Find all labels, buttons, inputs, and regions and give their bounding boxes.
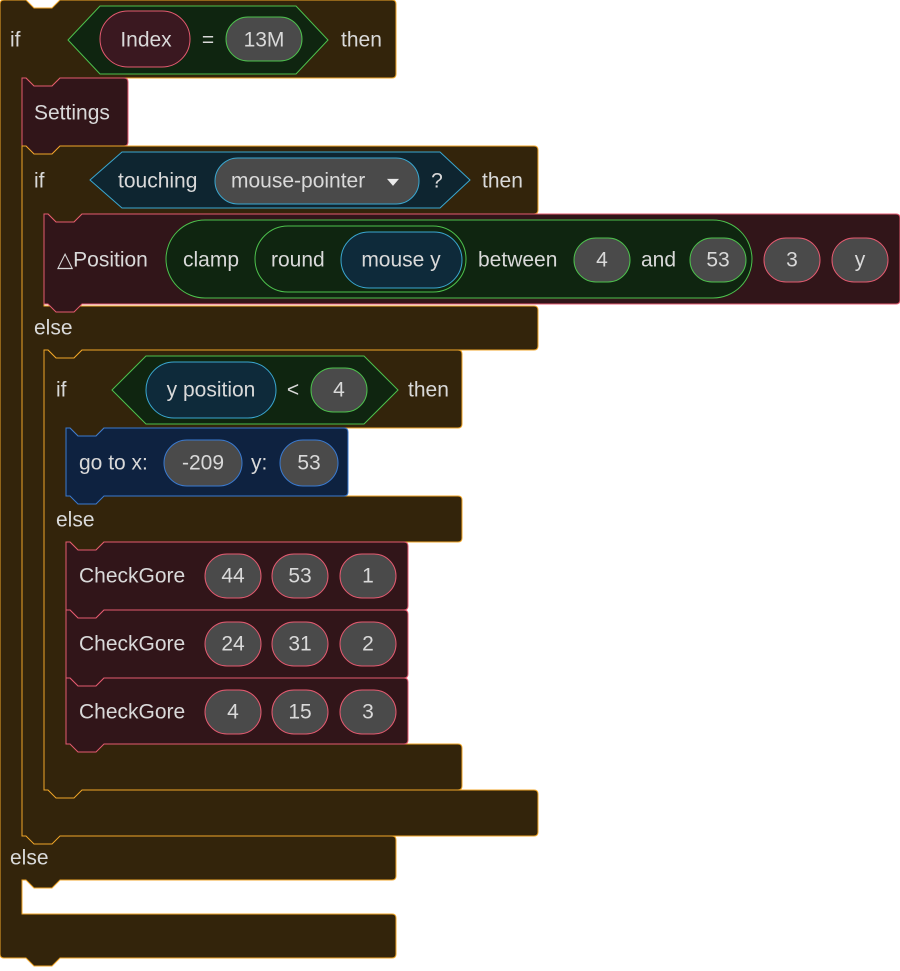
- nested-else-label: else: [56, 508, 95, 532]
- checkgore-1-label: CheckGore: [79, 564, 186, 588]
- checkgore-1-arg3-value: 1: [362, 564, 374, 588]
- goto-x-value: -209: [181, 451, 225, 475]
- index-variable-label: Index: [120, 28, 172, 52]
- inner-if-else-block[interactable]: [21, 145, 539, 845]
- position-arg2-value: 3: [786, 248, 798, 272]
- round-label: round: [271, 248, 325, 272]
- y-position-label: y position: [166, 378, 256, 402]
- inner-then-label: then: [482, 169, 523, 193]
- nested-if-else-block[interactable]: [43, 349, 463, 799]
- touching-question-mark: ?: [431, 169, 443, 193]
- index-variable-pill[interactable]: [99, 10, 191, 68]
- touching-label: touching: [118, 169, 198, 193]
- checkgore-2-arg2[interactable]: [271, 621, 329, 667]
- clamp-min-value: 4: [596, 248, 608, 272]
- checkgore-3-arg3-value: 3: [362, 700, 374, 724]
- outer-else-label: else: [10, 846, 49, 870]
- goto-y-value: 53: [297, 451, 321, 475]
- equals-right-value: 13M: [243, 28, 285, 52]
- equals-right-input[interactable]: [225, 16, 303, 62]
- less-than-operator: <: [286, 378, 300, 402]
- outer-if-else-block[interactable]: [0, 0, 397, 967]
- checkgore-3-arg3[interactable]: [339, 689, 397, 735]
- goto-x-input[interactable]: [163, 439, 243, 487]
- checkgore-3-label: CheckGore: [79, 700, 186, 724]
- goto-x-label: go to x:: [79, 451, 148, 475]
- clamp-min-input[interactable]: [573, 237, 631, 283]
- checkgore-1-arg1[interactable]: [204, 553, 262, 599]
- outer-then-label: then: [341, 28, 382, 52]
- checkgore-1-arg1-value: 44: [221, 564, 245, 588]
- between-label: between: [478, 248, 558, 272]
- and-label: and: [641, 248, 677, 272]
- clamp-max-input[interactable]: [689, 237, 747, 283]
- mouse-y-reporter[interactable]: [340, 231, 463, 289]
- inner-else-label: else: [34, 316, 73, 340]
- checkgore-2-label: CheckGore: [79, 632, 186, 656]
- checkgore-1-arg2[interactable]: [271, 553, 329, 599]
- inner-if-label: if: [34, 169, 45, 193]
- touching-target-label: mouse-pointer: [231, 169, 366, 193]
- checkgore-1-arg2-value: 53: [288, 564, 312, 588]
- settings-label: Settings: [34, 101, 110, 125]
- chevron-down-icon: [387, 178, 399, 186]
- checkgore-1-arg3[interactable]: [339, 553, 397, 599]
- checkgore-3-arg1-value: 4: [227, 700, 239, 724]
- clamp-max-value: 53: [706, 248, 730, 272]
- position-arg3-value: y: [854, 248, 866, 272]
- equals-operator: =: [201, 28, 215, 52]
- position-arg3-input[interactable]: [831, 237, 889, 283]
- nested-if-label: if: [56, 378, 67, 402]
- clamp-label: clamp: [183, 248, 240, 272]
- checkgore-2-arg1-value: 24: [221, 632, 245, 656]
- goto-y-input[interactable]: [279, 439, 339, 487]
- checkgore-2-arg1[interactable]: [204, 621, 262, 667]
- checkgore-2-arg2-value: 31: [288, 632, 312, 656]
- mouse-y-label: mouse y: [361, 248, 441, 272]
- outer-if-label: if: [10, 28, 21, 52]
- goto-y-label: y:: [251, 451, 268, 475]
- checkgore-2-arg3-value: 2: [362, 632, 374, 656]
- checkgore-3-arg2[interactable]: [271, 689, 329, 735]
- position-label: △Position: [57, 248, 148, 272]
- touching-target-dropdown[interactable]: [214, 157, 420, 205]
- checkgore-3-arg1[interactable]: [204, 689, 262, 735]
- compare-right-value: 4: [333, 378, 345, 402]
- y-position-reporter[interactable]: [145, 361, 277, 419]
- checkgore-2-arg3[interactable]: [339, 621, 397, 667]
- checkgore-3-arg2-value: 15: [288, 700, 312, 724]
- position-arg2-input[interactable]: [763, 237, 821, 283]
- nested-then-label: then: [408, 378, 449, 402]
- compare-right-input[interactable]: [310, 367, 368, 413]
